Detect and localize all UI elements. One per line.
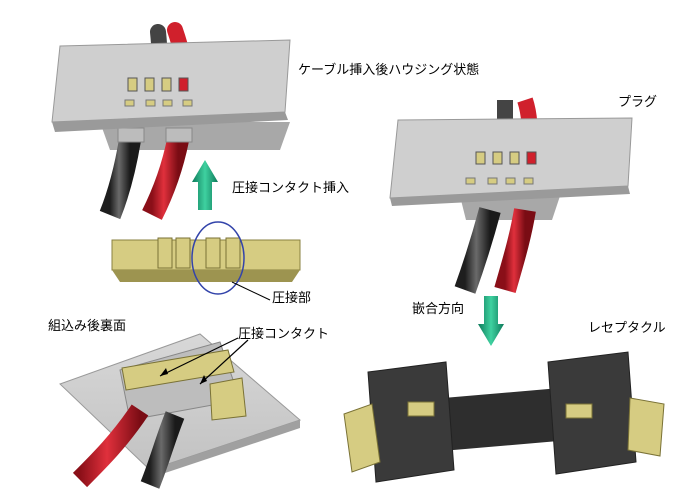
- label-crimp-contact: 圧接コンタクト: [238, 327, 330, 342]
- receptacle-side-contact-right: [627, 397, 665, 457]
- assembled-contact-top: [121, 349, 235, 391]
- assembled-cable-black: [140, 411, 185, 489]
- plug-cable-red-front: [494, 208, 536, 293]
- contact-strip-underside: [112, 270, 300, 282]
- label-insert-contact: 圧接コンタクト挿入: [232, 181, 350, 196]
- label-receptacle: レセプタクル: [588, 321, 666, 336]
- receptacle-center: [420, 388, 570, 452]
- label-mating-direction: 嵌合方向: [412, 302, 465, 317]
- insert-arrow-icon: [192, 160, 218, 210]
- crimp-part-circle: [191, 221, 245, 295]
- label-crimp-part: 圧接部: [272, 291, 312, 306]
- plug-front-edge: [390, 186, 630, 206]
- plug-cable-black-front: [454, 207, 501, 294]
- cable-black-front: [99, 138, 141, 220]
- mating-arrow-icon: [478, 296, 504, 346]
- crimp-contact-strip-illustration: [111, 221, 301, 301]
- assembled-contact-end: [209, 377, 247, 421]
- plug-illustration: [389, 97, 633, 294]
- crimp-teeth: [157, 237, 241, 269]
- label-assembled-back: 組込み後裏面: [48, 319, 127, 334]
- base-plate-edge: [150, 420, 300, 478]
- plug-window-row: [465, 151, 537, 185]
- cable-clamp-left: [117, 127, 145, 143]
- housing-after-insert-illustration: [51, 22, 291, 220]
- receptacle-side-contact-left: [343, 403, 381, 473]
- receptacle-contact-left: [407, 401, 435, 417]
- contact-window-row: [124, 77, 193, 107]
- cable-clamp-right: [165, 127, 193, 143]
- label-plug: プラグ: [618, 95, 658, 110]
- assembled-cable-red: [72, 404, 149, 488]
- assembled-back-illustration: [59, 333, 301, 489]
- receptacle-left-tower: [367, 361, 455, 483]
- crimp-contact-leader-1: [159, 337, 239, 377]
- housing-under-block: [100, 122, 290, 150]
- crimp-contact-leader-2: [199, 339, 249, 385]
- receptacle-illustration: [343, 351, 665, 483]
- receptacle-contact-right: [565, 403, 593, 419]
- cable-red-front: [142, 137, 189, 220]
- housing-front-edge: [52, 112, 288, 132]
- crimp-part-leader: [231, 281, 271, 301]
- label-housing-after-insert: ケーブル挿入後ハウジング状態: [298, 63, 480, 78]
